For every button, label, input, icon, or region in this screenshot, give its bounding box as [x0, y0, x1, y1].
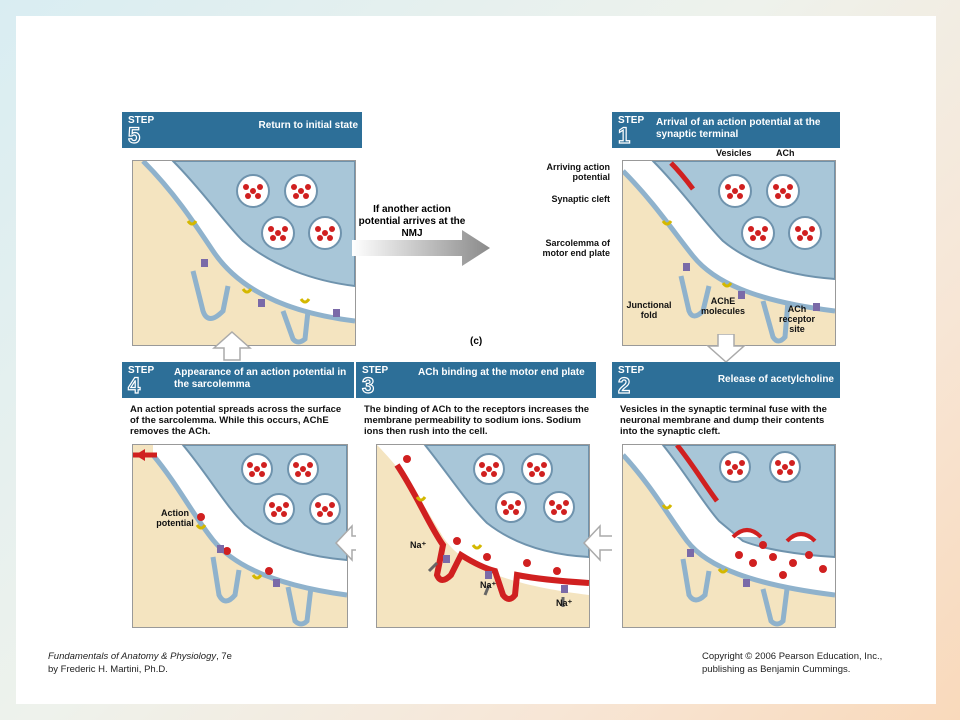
- step-3-title: ACh binding at the motor end plate: [418, 367, 585, 378]
- step-1-header: STEP 1 Arrival of an action potential at…: [612, 112, 840, 148]
- step-number: 5: [127, 123, 141, 148]
- footer-right: Copyright © 2006 Pearson Education, Inc.…: [702, 650, 882, 676]
- label-na-2: Na⁺: [480, 580, 497, 590]
- figure-label: (c): [470, 336, 483, 347]
- step-1-title: Arrival of an action potential at the sy…: [656, 117, 821, 140]
- step-label: STEP: [618, 115, 645, 126]
- label-arriving: Arriving action potential: [546, 162, 610, 182]
- step-4-panel: STEP 4 Appearance of an action potential…: [122, 362, 354, 632]
- loop-arrow: [352, 230, 490, 266]
- step-4-header: STEP 4 Appearance of an action potential…: [122, 362, 354, 398]
- step-2-panel: STEP 2 Release of acetylcholine Vesicles…: [612, 362, 840, 632]
- step-3-header: STEP 3 ACh binding at the motor end plat…: [356, 362, 596, 398]
- step-2-illustration: [622, 444, 836, 628]
- label-na-1: Na⁺: [410, 540, 427, 550]
- step-label: STEP: [128, 115, 155, 126]
- label-sarcolemma: Sarcolemma of motor end plate: [542, 238, 610, 258]
- step-2-description: Vesicles in the synaptic terminal fuse w…: [620, 404, 827, 437]
- label-cleft: Synaptic cleft: [551, 194, 610, 204]
- book-edition: , 7e: [216, 651, 232, 662]
- step-3-illustration: [376, 444, 590, 628]
- arrow-up: [212, 330, 252, 361]
- label-action-potential: Action potential: [156, 508, 194, 528]
- loop-label: If another action potential arrives at t…: [358, 204, 466, 239]
- label-ach: ACh: [776, 148, 795, 158]
- step-5-header: STEP 5 Return to initial state: [122, 112, 362, 148]
- step-1-illustration: [622, 160, 836, 346]
- step-5-title: Return to initial state: [258, 120, 358, 131]
- book-title: Fundamentals of Anatomy & Physiology: [48, 651, 217, 662]
- copyright-text: Copyright © 2006 Pearson Education, Inc.…: [702, 651, 883, 662]
- step-4-description: An action potential spreads across the s…: [130, 404, 342, 437]
- step-4-illustration: [132, 444, 348, 628]
- step-number: 2: [617, 373, 631, 398]
- step-number: 1: [617, 123, 631, 148]
- label-junctional: Junctional fold: [626, 300, 672, 320]
- publisher-text: publishing as Benjamin Cummings.: [702, 664, 851, 675]
- step-number: 3: [361, 373, 375, 398]
- arrow-down: [706, 334, 746, 364]
- step-1-panel: STEP 1 Arrival of an action potential at…: [612, 112, 840, 350]
- step-5-illustration: [132, 160, 356, 346]
- footer-left: Fundamentals of Anatomy & Physiology, 7e…: [48, 650, 232, 676]
- slide: STEP 5 Return to initial state: [16, 16, 936, 704]
- step-2-header: STEP 2 Release of acetylcholine: [612, 362, 840, 398]
- label-na-3: Na⁺: [556, 598, 573, 608]
- step-label: STEP: [618, 365, 645, 376]
- step-number: 4: [127, 373, 141, 398]
- step-5-panel: STEP 5 Return to initial state: [122, 112, 362, 350]
- step-4-title: Appearance of an action potential in the…: [174, 367, 347, 390]
- step-label: STEP: [362, 365, 389, 376]
- label-ache: AChE molecules: [700, 296, 746, 316]
- step-3-description: The binding of ACh to the receptors incr…: [364, 404, 590, 437]
- book-author: by Frederic H. Martini, Ph.D.: [48, 664, 168, 675]
- label-vesicles: Vesicles: [716, 148, 752, 158]
- label-receptor: ACh receptor site: [778, 304, 815, 334]
- step-2-title: Release of acetylcholine: [717, 374, 834, 385]
- step-label: STEP: [128, 365, 155, 376]
- step-3-panel: STEP 3 ACh binding at the motor end plat…: [356, 362, 596, 632]
